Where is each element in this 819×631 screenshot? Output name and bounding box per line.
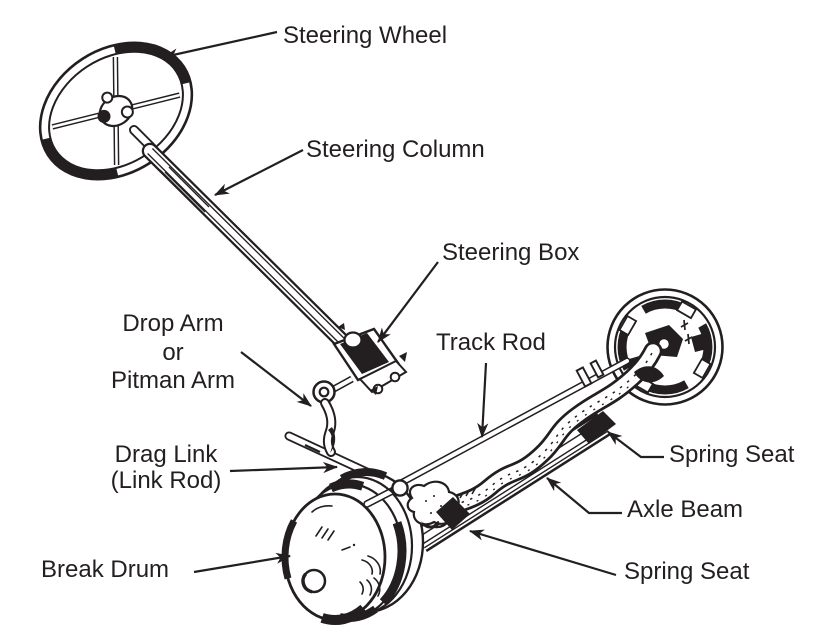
drop-arm-drawing <box>312 375 354 404</box>
leader-spring-seat-upper <box>607 431 664 459</box>
drag-link-ball-joint <box>391 479 409 497</box>
wheel-hub <box>97 91 134 128</box>
label-steering-box: Steering Box <box>442 239 580 266</box>
leader-axle-beam <box>546 477 622 515</box>
label-drop-arm-line3: Pitman Arm <box>110 367 236 394</box>
axle-beam-drawing <box>413 413 611 552</box>
drop-arm-blade <box>320 398 337 457</box>
beam-stipple-texture-2 <box>431 381 635 524</box>
axle-forged-member-drawing <box>420 341 664 529</box>
label-axle-beam: Axle Beam <box>627 496 744 523</box>
leader-drop-arm <box>240 351 312 407</box>
label-drag-link-line1: Drag Link <box>114 441 218 468</box>
leader-track-rod <box>477 362 489 439</box>
leader-drag-link <box>229 461 339 474</box>
label-steering-column: Steering Column <box>306 136 485 163</box>
label-track-rod: Track Rod <box>436 329 546 356</box>
column-shading-lines <box>147 148 350 349</box>
label-break-drum: Break Drum <box>41 556 170 583</box>
hub-tick-marks <box>680 319 693 345</box>
label-spring-seat-lower: Spring Seat <box>624 558 750 585</box>
label-steering-wheel: Steering Wheel <box>283 22 448 49</box>
label-drag-link: Drag Link (Link Rod) <box>96 442 236 494</box>
leader-break-drum <box>193 552 292 574</box>
drum-face-marks <box>311 504 382 597</box>
label-drop-arm-line1: Drop Arm <box>122 310 224 337</box>
spring-seat-lower-patch <box>436 497 470 530</box>
wheel-rim-shadow-1 <box>113 43 191 85</box>
wheel-spokes <box>51 56 181 166</box>
label-drop-arm: Drop Arm or Pitman Arm <box>103 310 243 396</box>
wheel-rim-shadow-2 <box>41 137 119 179</box>
label-drag-link-line2: (Link Rod) <box>110 467 222 494</box>
leader-arrows <box>162 30 664 577</box>
spring-seat-upper-patch <box>577 411 616 444</box>
label-drop-arm-line2: or <box>162 338 184 366</box>
leader-steering-column <box>214 149 304 196</box>
label-spring-seat-upper: Spring Seat <box>669 441 795 468</box>
steering-wheel-drawing <box>38 41 194 181</box>
steering-column-drawing <box>129 125 356 355</box>
box-bolt-marks <box>338 323 407 395</box>
hub-shoe-tabs <box>618 300 712 394</box>
drum-shadow-bands <box>281 468 407 625</box>
leader-spring-seat-lower <box>468 529 617 577</box>
leader-steering-box <box>377 261 439 343</box>
track-rod-clamps <box>575 359 605 388</box>
brake-drum-drawing <box>281 468 425 625</box>
leader-steering-wheel <box>162 30 278 60</box>
